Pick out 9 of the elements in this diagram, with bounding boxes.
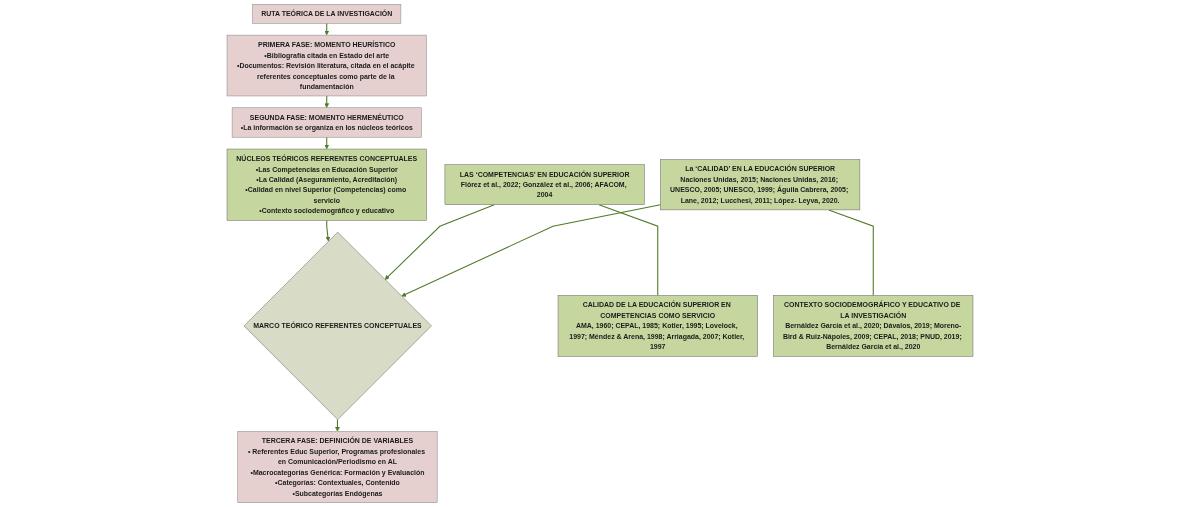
- connector: [828, 209, 874, 296]
- arrow: [335, 419, 340, 432]
- arrow: [324, 95, 330, 108]
- arrow: [401, 204, 661, 297]
- arrow: [384, 204, 495, 280]
- connector: [598, 204, 659, 296]
- arrow: [325, 219, 331, 242]
- arrow: [324, 136, 330, 150]
- arrow: [324, 22, 330, 36]
